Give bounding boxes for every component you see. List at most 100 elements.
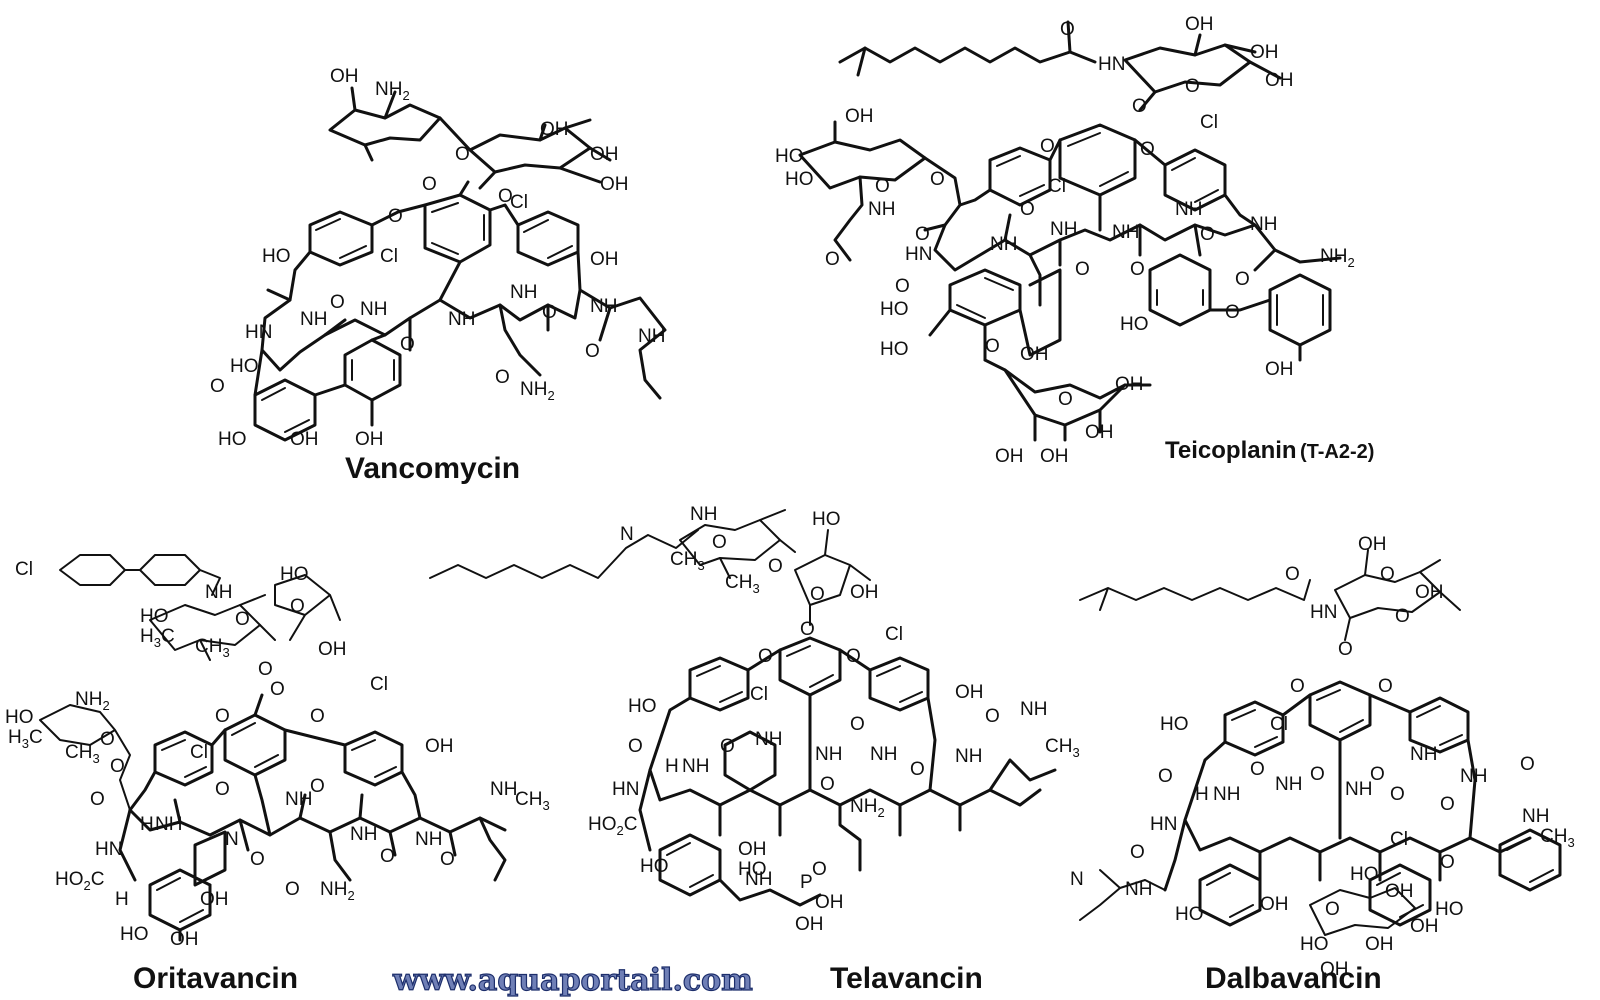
svg-text:O: O [628,736,643,757]
svg-text:O: O [400,334,415,355]
svg-text:CH3: CH3 [725,572,760,596]
svg-text:O: O [290,596,305,617]
svg-text:O: O [330,292,345,313]
svg-text:HO: HO [738,859,767,880]
svg-text:OH: OH [355,429,384,450]
svg-text:HO: HO [775,146,804,167]
svg-text:NH: NH [745,869,772,890]
svg-text:OH: OH [1415,582,1444,603]
svg-text:O: O [542,302,557,323]
svg-text:O: O [758,646,773,667]
svg-text:HN: HN [95,839,122,860]
svg-text:NH2: NH2 [1320,246,1355,270]
svg-text:OH: OH [1410,916,1439,937]
vancomycin-structure: OH NH2 O OH OH OH O O O Cl Cl HO OH HN N… [210,66,667,485]
svg-text:NH: NH [590,296,617,317]
svg-text:Cl: Cl [380,246,398,267]
svg-text:NH: NH [1410,744,1437,765]
svg-text:OH: OH [738,839,767,860]
svg-text:O: O [235,609,250,630]
svg-text:OH: OH [600,174,629,195]
svg-text:Cl: Cl [1048,176,1066,197]
svg-text:NH: NH [1522,806,1549,827]
svg-text:OH: OH [590,144,619,165]
svg-text:NH: NH [1020,699,1047,720]
svg-text:Cl: Cl [190,742,208,763]
svg-text:OH: OH [318,639,347,660]
svg-text:OH: OH [1185,14,1214,35]
svg-text:CH3: CH3 [1540,826,1575,850]
svg-text:O: O [768,556,783,577]
svg-text:OH: OH [1115,374,1144,395]
caption-oritavancin: Oritavancin [133,962,298,995]
svg-text:O: O [498,186,513,207]
svg-text:NH: NH [448,309,475,330]
svg-text:HO: HO [880,339,909,360]
svg-text:Cl: Cl [1390,829,1408,850]
svg-text:O: O [720,736,735,757]
svg-text:OH: OH [845,106,874,127]
svg-text:HO: HO [120,924,149,945]
svg-text:HO: HO [218,429,247,450]
svg-text:H: H [115,889,129,910]
svg-text:O: O [800,619,815,640]
svg-text:HO: HO [1120,314,1149,335]
svg-text:O: O [495,367,510,388]
svg-text:O: O [1132,96,1147,117]
svg-text:HN: HN [612,779,639,800]
svg-text:OH: OH [425,736,454,757]
svg-text:O: O [440,849,455,870]
svg-text:NH: NH [955,746,982,767]
svg-text:OH: OH [1265,70,1294,91]
svg-text:NH: NH [360,299,387,320]
svg-text:Cl: Cl [1200,112,1218,133]
svg-text:HO: HO [1175,904,1204,925]
svg-text:OH: OH [1085,422,1114,443]
svg-text:NH2: NH2 [850,796,885,820]
svg-text:O: O [422,174,437,195]
svg-text:NH: NH [155,814,182,835]
svg-text:O: O [810,584,825,605]
svg-text:O: O [310,776,325,797]
svg-text:O: O [1130,259,1145,280]
svg-text:O: O [1200,224,1215,245]
svg-text:O: O [270,679,285,700]
svg-text:NH: NH [1125,879,1152,900]
svg-text:HN: HN [245,322,272,343]
svg-text:HN: HN [1098,54,1125,75]
svg-text:OH: OH [170,929,199,950]
svg-text:H: H [1195,784,1209,805]
svg-text:HO: HO [1435,899,1464,920]
svg-text:Cl: Cl [15,559,33,580]
svg-text:H: H [665,756,679,777]
svg-text:NH: NH [1250,214,1277,235]
svg-text:NH2: NH2 [320,879,355,903]
svg-text:O: O [1290,676,1305,697]
svg-text:O: O [850,714,865,735]
svg-text:NH: NH [868,199,895,220]
svg-text:O: O [380,846,395,867]
svg-text:OH: OH [1265,359,1294,380]
svg-text:NH: NH [1213,784,1240,805]
svg-text:HO: HO [812,509,841,530]
svg-text:NH: NH [1050,219,1077,240]
svg-text:O: O [1235,269,1250,290]
svg-text:O: O [258,659,273,680]
svg-text:NH: NH [300,309,327,330]
svg-text:O: O [846,646,861,667]
svg-text:CH3: CH3 [65,742,100,766]
svg-text:NH: NH [690,504,717,525]
svg-text:O: O [1285,564,1300,585]
svg-text:HO: HO [628,696,657,717]
oritavancin-structure: Cl NH HO H3C CH3 O HO O OH O O NH2 HO H3… [5,554,550,995]
svg-text:N: N [620,524,634,545]
svg-text:HO: HO [1300,934,1329,955]
svg-text:NH: NH [990,234,1017,255]
caption-teicoplanin: Teicoplanin [1165,437,1297,464]
svg-text:O: O [1225,302,1240,323]
svg-text:O: O [985,706,1000,727]
svg-text:O: O [985,336,1000,357]
svg-text:OH: OH [1260,894,1289,915]
teicoplanin-structure: O HN OH OH OH O O OH HO HO O O NH O O Cl… [775,14,1374,467]
svg-text:OH: OH [955,682,984,703]
